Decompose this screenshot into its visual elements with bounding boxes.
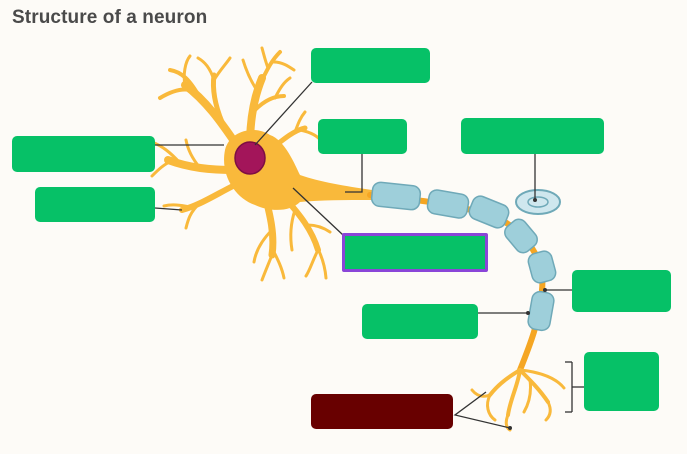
nucleus-shape bbox=[234, 141, 266, 175]
dendrites-shape bbox=[150, 46, 332, 282]
label-box-axon-hillock[interactable] bbox=[342, 233, 488, 272]
label-box-axon[interactable] bbox=[318, 119, 407, 154]
axon-terminals-shape bbox=[470, 368, 566, 432]
label-box-myelin-sheath[interactable] bbox=[362, 304, 478, 339]
label-box-schwann-cell[interactable] bbox=[461, 118, 604, 154]
label-box-nucleus[interactable] bbox=[311, 48, 430, 83]
myelin-sheath-shape bbox=[370, 181, 561, 332]
label-box-dendrites[interactable] bbox=[12, 136, 155, 172]
label-box-cell-body[interactable] bbox=[35, 187, 155, 222]
label-box-node-of-ranvier[interactable] bbox=[572, 270, 671, 312]
label-box-synaptic-terminals[interactable] bbox=[311, 394, 453, 429]
leader-dots bbox=[508, 198, 547, 430]
label-box-axon-terminals[interactable] bbox=[584, 352, 659, 411]
diagram-title: Structure of a neuron bbox=[12, 7, 208, 28]
leader-lines bbox=[154, 81, 584, 429]
